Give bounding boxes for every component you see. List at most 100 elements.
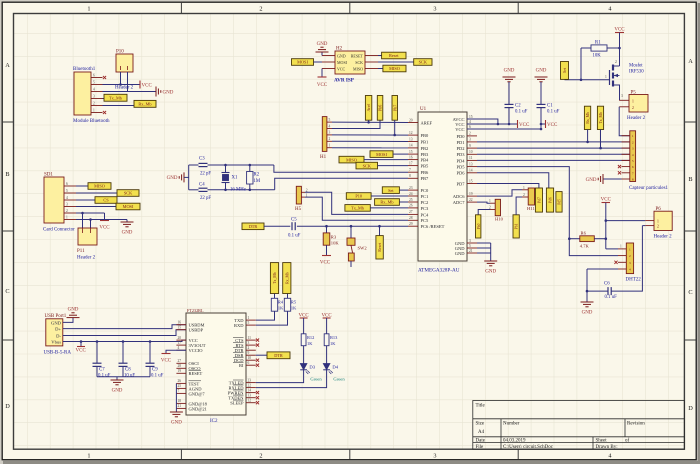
svg-text:2: 2 — [306, 188, 308, 192]
svg-text:Header 2: Header 2 — [654, 234, 673, 239]
svg-text:AREF: AREF — [421, 120, 433, 125]
svg-text:PC5: PC5 — [421, 218, 430, 223]
svg-text:Rx_Mb: Rx_Mb — [586, 112, 590, 124]
svg-text:25: 25 — [178, 384, 182, 388]
svg-text:27: 27 — [409, 210, 413, 214]
svg-text:SCK: SCK — [363, 163, 372, 168]
svg-text:VCC: VCC — [519, 123, 530, 128]
svg-text:AVCC: AVCC — [453, 117, 465, 122]
svg-text:10: 10 — [248, 356, 252, 360]
svg-text:PC6 /RESET: PC6 /RESET — [421, 224, 445, 229]
svg-text:1K: 1K — [307, 341, 313, 346]
svg-text:R3: R3 — [331, 235, 337, 240]
svg-text:X1: X1 — [232, 176, 238, 181]
svg-text:15: 15 — [469, 115, 473, 119]
svg-text:P5: P5 — [631, 91, 637, 96]
svg-text:SCK: SCK — [419, 60, 428, 65]
svg-text:Reset: Reset — [377, 242, 382, 252]
svg-text:Tx_Mb: Tx_Mb — [351, 206, 364, 211]
svg-text:C2: C2 — [515, 104, 521, 109]
svg-text:B: B — [5, 171, 9, 178]
svg-text:PB3: PB3 — [421, 152, 430, 157]
svg-text:PB4: PB4 — [421, 158, 430, 163]
svg-text:5: 5 — [632, 159, 634, 163]
svg-text:MOSI: MOSI — [337, 60, 348, 65]
svg-text:1: 1 — [87, 5, 90, 12]
svg-text:GND: GND — [163, 90, 174, 95]
svg-text:H2: H2 — [336, 47, 343, 52]
svg-text:GND: GND — [171, 421, 182, 426]
svg-text:PD3: PD3 — [456, 152, 465, 157]
svg-text:19: 19 — [469, 192, 473, 196]
svg-text:22: 22 — [469, 198, 473, 202]
svg-text:RESET: RESET — [189, 371, 203, 376]
svg-text:GND: GND — [455, 246, 465, 251]
svg-text:Module Bluetooth: Module Bluetooth — [73, 119, 110, 124]
svg-text:SW2: SW2 — [358, 246, 368, 251]
svg-text:of: of — [625, 438, 630, 443]
svg-text:2: 2 — [259, 5, 262, 12]
svg-text:16: 16 — [178, 321, 182, 325]
svg-text:VCC: VCC — [317, 83, 328, 88]
svg-text:OSCO: OSCO — [189, 366, 202, 371]
svg-text:CTS: CTS — [235, 338, 244, 343]
svg-text:1K: 1K — [278, 305, 284, 310]
svg-text:DTR: DTR — [274, 353, 283, 358]
svg-text:8: 8 — [409, 174, 411, 178]
svg-text:C: C — [688, 289, 692, 296]
svg-text:16 MHz: 16 MHz — [230, 188, 246, 193]
svg-text:CS: CS — [103, 198, 109, 203]
svg-text:FT232RL: FT232RL — [187, 308, 204, 313]
svg-text:USBDP: USBDP — [189, 328, 204, 333]
svg-text:SD1: SD1 — [44, 173, 53, 178]
svg-text:USB-B-5-RA: USB-B-5-RA — [44, 351, 72, 356]
svg-text:7: 7 — [409, 168, 411, 172]
svg-text:VCC: VCC — [76, 349, 87, 354]
svg-text:6: 6 — [93, 74, 95, 78]
svg-text:1: 1 — [66, 216, 68, 220]
svg-text:4: 4 — [629, 268, 631, 272]
svg-text:VCC: VCC — [321, 314, 332, 319]
svg-text:12: 12 — [248, 399, 252, 403]
svg-text:3: 3 — [621, 94, 623, 98]
svg-text:VCC: VCC — [455, 127, 464, 132]
svg-text:C9: C9 — [152, 367, 158, 372]
svg-text:USB Port1: USB Port1 — [45, 314, 67, 319]
svg-text:PC1: PC1 — [421, 194, 429, 199]
svg-text:VCC: VCC — [161, 359, 172, 364]
svg-text:PB7: PB7 — [421, 176, 430, 181]
svg-text:C: C — [5, 288, 9, 295]
svg-text:4: 4 — [329, 124, 331, 128]
svg-text:9: 9 — [469, 144, 471, 148]
svg-text:6: 6 — [632, 165, 634, 169]
svg-text:13: 13 — [469, 162, 473, 166]
svg-text:SLEEP: SLEEP — [230, 401, 244, 406]
svg-text:PC4: PC4 — [421, 212, 430, 217]
svg-text:VCCIO: VCCIO — [189, 348, 204, 353]
svg-text:R6: R6 — [581, 230, 587, 235]
svg-text:Card Connector: Card Connector — [43, 228, 75, 233]
svg-text:Set: Set — [562, 67, 567, 73]
svg-text:IRF530: IRF530 — [629, 69, 644, 74]
svg-text:28: 28 — [409, 216, 413, 220]
svg-text:SCK: SCK — [355, 60, 363, 65]
svg-text:3: 3 — [469, 138, 471, 142]
svg-text:C5: C5 — [291, 218, 297, 223]
svg-text:17: 17 — [409, 161, 413, 165]
svg-text:1: 1 — [523, 186, 525, 190]
svg-text:PWREN: PWREN — [228, 391, 245, 396]
svg-text:Size: Size — [476, 422, 485, 427]
svg-text:4: 4 — [469, 120, 471, 124]
svg-text:C3: C3 — [199, 157, 205, 162]
svg-text:Title: Title — [476, 404, 486, 409]
svg-text:PD5: PD5 — [456, 165, 465, 170]
svg-text:D+: D+ — [55, 327, 61, 332]
svg-text:H10: H10 — [495, 217, 504, 222]
svg-text:MISO: MISO — [94, 184, 105, 189]
svg-text:4: 4 — [66, 196, 68, 200]
svg-text:RXLED: RXLED — [229, 386, 245, 391]
svg-text:2: 2 — [248, 346, 250, 350]
svg-text:26: 26 — [409, 204, 413, 208]
svg-text:6: 6 — [66, 182, 68, 186]
svg-text:15: 15 — [178, 326, 182, 330]
